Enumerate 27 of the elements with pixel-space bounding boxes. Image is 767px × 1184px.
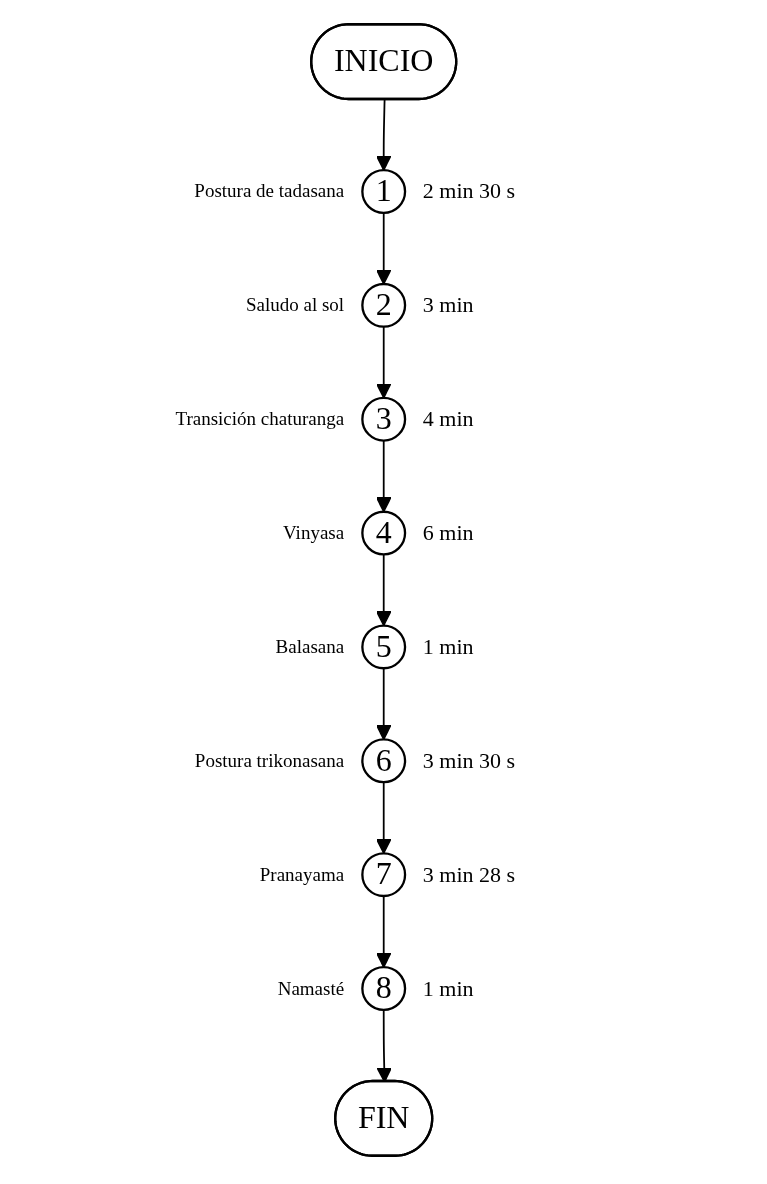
node-circle: 7 — [361, 852, 406, 898]
step-name-label: Postura de tadasana — [194, 180, 345, 203]
duration-label: 1 min — [422, 975, 474, 1002]
step-name-label: Postura trikonasana — [194, 749, 345, 772]
duration-label: 3 min 30 s — [422, 747, 516, 774]
arrow — [375, 98, 392, 171]
arrow — [375, 781, 392, 854]
duration-label: 4 min — [422, 406, 474, 433]
step-name-label: Transición chaturanga — [175, 408, 345, 431]
node-circle: 4 — [361, 510, 406, 556]
step-name-label: Vinyasa — [283, 522, 345, 545]
step-name-label: Pranayama — [259, 863, 345, 886]
node-circle: 1 — [361, 169, 406, 214]
node-circle: 2 — [361, 282, 406, 328]
duration-label: 3 min 28 s — [422, 861, 516, 888]
node-circle: 5 — [361, 624, 406, 670]
duration-label: 2 min 30 s — [422, 178, 516, 205]
step-name-label: Namasté — [277, 977, 345, 1000]
step-name-label: Balasana — [275, 635, 345, 658]
step-name-label: Saludo al sol — [246, 294, 345, 317]
duration-label: 3 min — [422, 292, 474, 319]
node-circle: 8 — [361, 966, 406, 1011]
node-circle: 3 — [361, 396, 406, 442]
duration-label: 6 min — [422, 520, 474, 547]
duration-label: 1 min — [422, 633, 474, 660]
arrow — [375, 895, 392, 968]
node-circle: 6 — [361, 738, 406, 784]
